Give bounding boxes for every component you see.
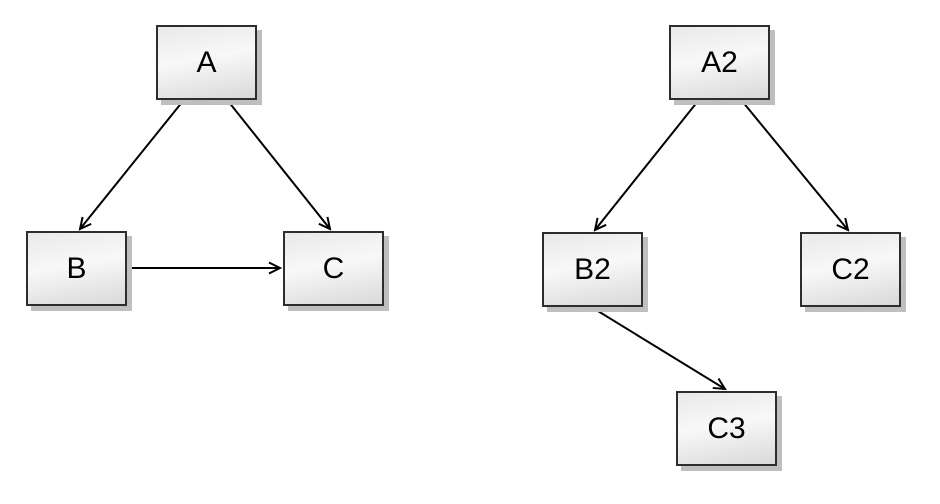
node-a-label: A	[196, 45, 217, 79]
node-a: A	[156, 25, 257, 100]
edge-b2-c3	[592, 307, 725, 389]
node-c3: C3	[676, 391, 777, 466]
edge-a-c	[227, 100, 330, 229]
node-b2: B2	[542, 232, 643, 307]
node-c2-label: C2	[831, 252, 870, 286]
node-b: B	[26, 231, 127, 306]
node-a2-label: A2	[701, 45, 738, 79]
node-c3-label: C3	[707, 411, 746, 445]
edge-a2-b2	[595, 100, 699, 230]
node-b-label: B	[66, 251, 87, 285]
node-c: C	[283, 231, 384, 306]
node-c-label: C	[322, 251, 345, 285]
node-a2: A2	[669, 25, 770, 100]
node-c2: C2	[800, 232, 901, 307]
edge-a-b	[80, 100, 184, 229]
edge-a2-c2	[741, 100, 848, 230]
node-b2-label: B2	[574, 252, 611, 286]
